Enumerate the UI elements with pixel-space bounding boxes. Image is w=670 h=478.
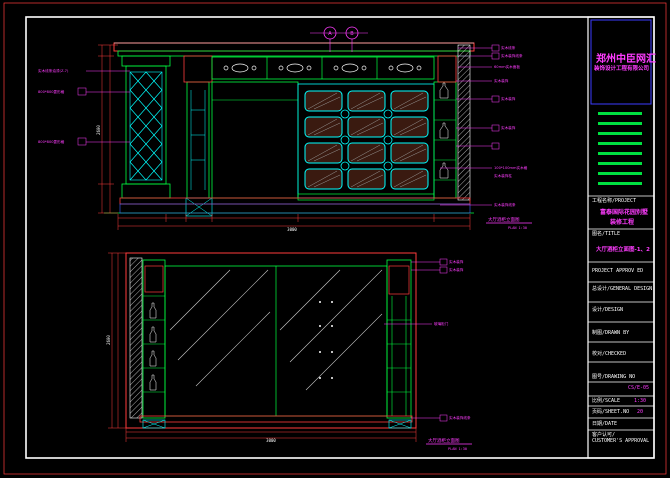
elev1-right-note-8: 实木装饰柱 — [494, 173, 512, 178]
elev1-caption: 大厅酒柜立面图 — [488, 216, 520, 223]
date-label: 日期/DATE — [592, 421, 618, 427]
design-label: 设计/DESIGN — [592, 307, 624, 313]
company-name: 郑州中臣网汇 — [596, 54, 656, 65]
project-label: 工程名称/PROJECT — [592, 198, 637, 204]
wine-rack-knot — [340, 135, 350, 145]
tag-a: A — [328, 31, 332, 37]
drawing-no-value: CS/E-05 — [628, 385, 650, 391]
elev2-right-note-4: 实木装饰线条 — [449, 415, 471, 420]
wine-rack-knot — [383, 135, 393, 145]
checked-label: 校对/CHECKED — [592, 351, 627, 357]
wine-rack-knot — [340, 109, 350, 119]
wine-rack-glass-reflection — [307, 170, 341, 188]
title-block — [587, 16, 655, 459]
left-pilaster — [186, 81, 210, 199]
wine-rack-knot — [340, 161, 350, 171]
drawn-label: 制图/DRAWN BY — [592, 330, 630, 336]
wine-rack-cell — [347, 90, 386, 112]
elev1-dim-height: 2600 — [96, 125, 101, 135]
wine-rack-cell — [304, 168, 343, 190]
elev2-caption: 大厅酒柜立面图 — [428, 437, 460, 444]
elev1-scale: PLAN 1:30 — [508, 226, 527, 230]
customer-label: 客户认可/ — [592, 432, 616, 438]
wine-rack-cell — [347, 168, 386, 190]
wine-rack-knot — [383, 161, 393, 171]
elev1-right-note-1: 实木线条 — [501, 45, 516, 50]
general-design-label: 总设计/GENERAL DESIGN — [592, 286, 653, 292]
wine-rack-cell — [347, 116, 386, 138]
sheet-label: 页码/SHEET.NO — [592, 409, 630, 415]
elev1-right-note-9: 实木装饰线条 — [494, 202, 516, 207]
wine-rack-glass-reflection — [393, 170, 427, 188]
company-subtitle: 装饰设计工程有限公司 — [594, 66, 650, 72]
elev2-right-note-1: 实木装饰 — [449, 259, 464, 264]
project-name: 富泰国际花园别墅 — [600, 209, 649, 216]
wine-rack-cell — [304, 116, 343, 138]
elev1-right-note-2: 实木装饰线条 — [501, 53, 523, 58]
wine-rack-glass-reflection — [393, 144, 427, 162]
title-label: 图名/TITLE — [592, 231, 621, 237]
wine-rack-glass-reflection — [307, 144, 341, 162]
elev1-dim-total: 3000 — [287, 227, 297, 232]
elev2-dim-total: 3000 — [266, 438, 276, 443]
wine-rack-glass-reflection — [393, 92, 427, 110]
wine-rack-glass-reflection — [350, 170, 384, 188]
elev2-right-note-2: 实木装饰 — [449, 267, 464, 272]
wine-rack-cell — [390, 90, 429, 112]
elevation-2: 3000 2600 实木装饰 实木装饰 玻璃柜门 实木装饰线条 大厅酒柜立面图 … — [106, 252, 472, 451]
elev2-right-note-3: 玻璃柜门 — [434, 321, 449, 326]
wine-rack-cell — [304, 90, 343, 112]
wine-rack-cell — [390, 142, 429, 164]
elev1-right-note-5: 实木装饰 — [501, 96, 516, 101]
elev1-right-note-3: 60mm实木面板 — [494, 64, 520, 69]
tag-b: B — [350, 31, 354, 37]
left-glass-cabinet — [125, 65, 167, 185]
wall-hatch-right — [457, 44, 471, 201]
wine-rack-cell — [390, 116, 429, 138]
wine-rack-cell — [304, 142, 343, 164]
wine-rack-glass-reflection — [307, 92, 341, 110]
section-tags: A B — [310, 26, 368, 52]
elevation-1: 3000 2600 A B 实木线条油漆 — [38, 26, 532, 232]
elev2-scale: PLAN 1:30 — [448, 447, 467, 451]
wine-rack-glass-reflection — [393, 118, 427, 136]
elev1-right-note-7: 100*100mm实木格 — [494, 165, 528, 170]
elev1-right-note-6: 实木装饰 — [501, 125, 516, 130]
wine-rack-glass-reflection — [350, 118, 384, 136]
wine-rack-knot — [383, 109, 393, 119]
sheet-outer-frame — [3, 2, 667, 475]
drawing-no-label: 图号/DRAWING NO — [592, 374, 636, 380]
wine-rack-glass-reflection — [350, 144, 384, 162]
scale-label: 比例/SCALE — [592, 398, 621, 404]
wine-rack-glass-reflection — [307, 118, 341, 136]
customer-approval: CUSTOMER'S APPROVAL — [592, 438, 650, 444]
elev1-left-note-1: 实木线条油漆(Z-7) — [38, 68, 69, 73]
elev1-left-note-3: 800*800菱形格 — [38, 139, 65, 144]
drawing-title: 大厅酒柜立面图-1、2 — [596, 247, 650, 253]
sheet-value: 20 — [637, 409, 644, 415]
wine-rack-cells — [304, 90, 429, 190]
elev1-left-note-2: 800*800菱形格 — [38, 89, 65, 94]
elev2-dim-height: 2600 — [106, 335, 111, 345]
scale-value: 1:30 — [634, 398, 647, 404]
wine-rack-cell — [390, 168, 429, 190]
wine-rack-cell — [347, 142, 386, 164]
project-approved: PROJECT APPROV ED — [592, 268, 644, 274]
elev1-right-note-4: 实木装饰 — [494, 78, 509, 83]
project-name-2: 装修工程 — [610, 219, 635, 226]
wine-rack-glass-reflection — [350, 92, 384, 110]
sheet-border — [25, 16, 655, 459]
